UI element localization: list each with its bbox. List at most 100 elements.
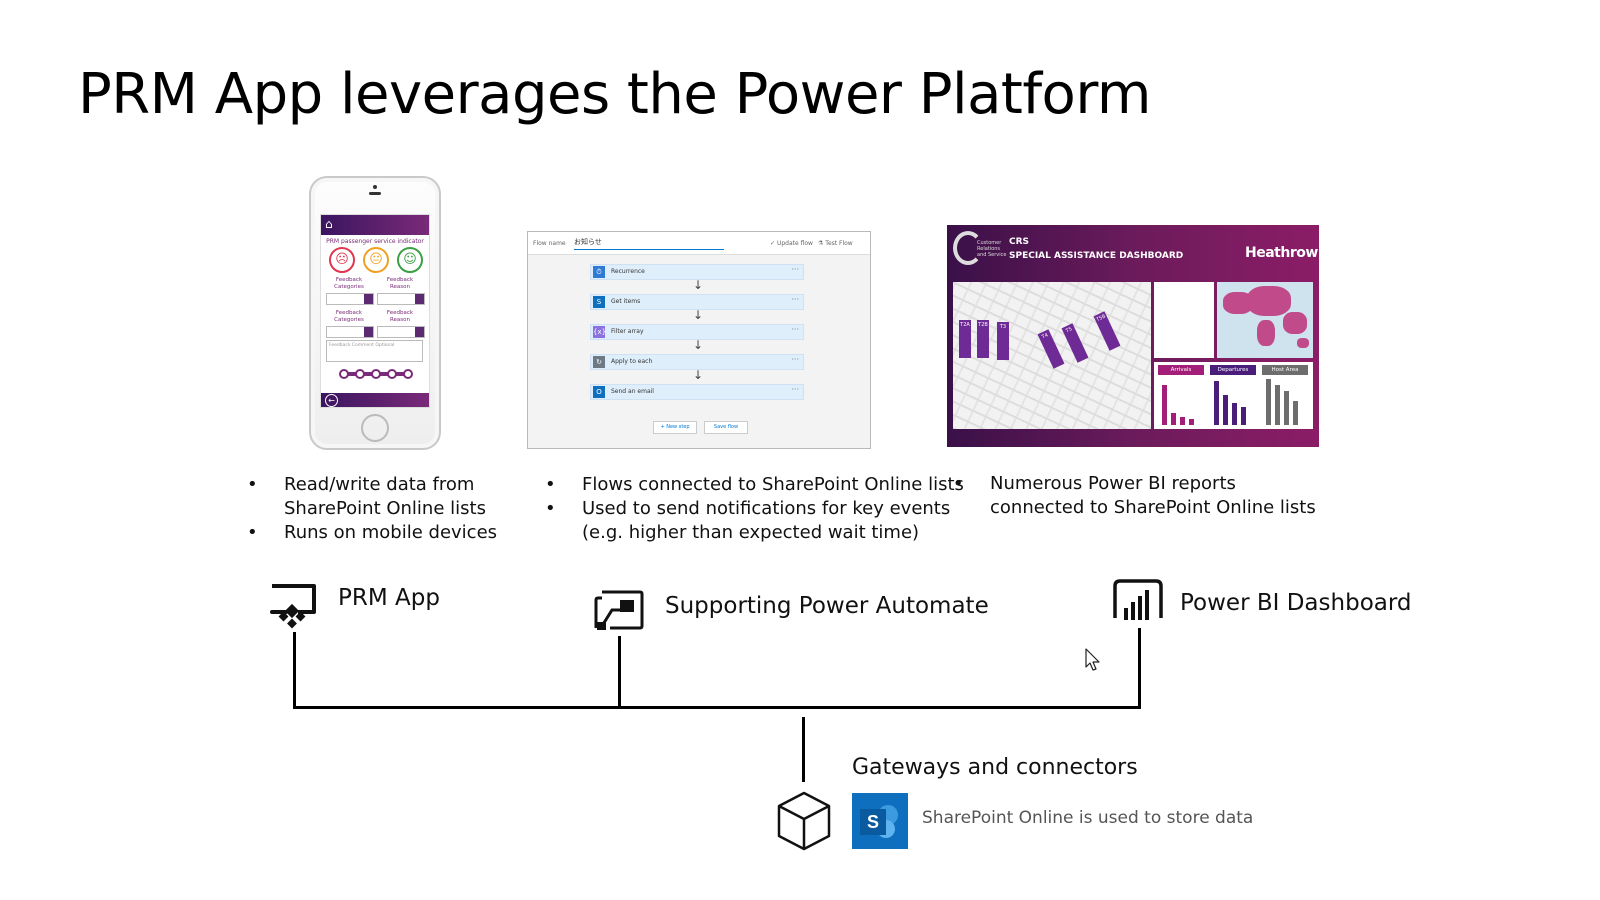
feedback-reason-dropdown-2 (377, 326, 425, 338)
flow-step-0: ⏱Recurrence··· (590, 264, 804, 280)
app-bullet-0-line-1: SharePoint Online lists (247, 497, 497, 521)
dashboard-subtitle: SPECIAL ASSISTANCE DASHBOARD (1009, 251, 1184, 261)
flow-name-label: Flow name (533, 240, 566, 247)
crs-logo (953, 231, 983, 265)
connector-gateway (802, 717, 805, 782)
dashboard-bar (1241, 407, 1246, 425)
feedback-category-dropdown-2 (326, 326, 374, 338)
dashboard-bar (1266, 379, 1271, 425)
connector-powerbi (1138, 628, 1141, 709)
bullet-dot: • (953, 473, 964, 494)
terminal-marker: T2A (959, 320, 971, 358)
app-bullet-0-line-0: •Read/write data from (247, 473, 497, 497)
sharepoint-icon: S (593, 296, 605, 308)
more-icon: ··· (791, 385, 799, 394)
connector-automate (618, 636, 621, 709)
bullet-text: Flows connected to SharePoint Online lis… (582, 474, 964, 495)
dashboard-bar (1171, 413, 1176, 425)
flow-step-3: ↻Apply to each··· (590, 354, 804, 370)
dashboard-bar (1180, 417, 1185, 425)
airline-logos-panel (1154, 282, 1214, 358)
back-arrow-icon: ← (325, 394, 338, 407)
progress-dots (339, 369, 413, 379)
dashboard-bar (1214, 381, 1219, 425)
dashboard-bar (1162, 385, 1167, 425)
slide-title: PRM App leverages the Power Platform (78, 62, 1151, 127)
terminal-marker: T3 (997, 322, 1009, 360)
home-icon: ⌂ (325, 217, 333, 231)
bullet-text: SharePoint Online lists (284, 498, 486, 519)
down-arrow-icon: ↓ (693, 278, 704, 292)
dashboard-bar (1284, 391, 1289, 425)
sharepoint-icon: S (852, 793, 908, 849)
app-footer-bar: ← (321, 393, 429, 407)
clock-icon: ⏱ (593, 266, 605, 278)
app-bullet-1-line-0: •Runs on mobile devices (247, 521, 497, 545)
terminal-marker: T2B (977, 320, 989, 358)
dashboard-bar (1275, 385, 1280, 425)
prm-app-phone-mockup: ⌂ PRM passenger service indicator ☹ 😐 ☺ … (309, 176, 441, 450)
flow-name-field: お知らせ (574, 237, 724, 250)
outlook-icon: O (593, 386, 605, 398)
power-bi-dashboard-screenshot: Customer Relations and Service CRS SPECI… (947, 225, 1319, 447)
connector-app (293, 632, 296, 709)
crs-org-text: Customer Relations and Service (977, 240, 1007, 258)
flow-header: Flow name お知らせ ✓ Update flow ⚗ Test Flow (528, 232, 870, 255)
more-icon: ··· (791, 355, 799, 364)
loop-icon: ↻ (593, 356, 605, 368)
dashboard-bar (1189, 419, 1194, 425)
dashboard-bar (1223, 395, 1228, 425)
power-bi-icon (1113, 579, 1163, 620)
phone-camera (373, 185, 377, 189)
dashboard-tab-1: Departures (1210, 365, 1256, 375)
power-automate-flow-screenshot: Flow name お知らせ ✓ Update flow ⚗ Test Flow… (527, 231, 871, 449)
app-heading: PRM passenger service indicator (326, 238, 424, 245)
bullet-dot: • (247, 522, 258, 543)
automate-bullet-1-line-1: (e.g. higher than expected wait time) (545, 521, 964, 545)
update-flow-button: ✓ Update flow (770, 240, 813, 247)
comment-box: Feedback Comment Optional (326, 340, 423, 362)
dashboard-tab-2: Host Area (1262, 365, 1308, 375)
world-map (1217, 282, 1313, 358)
bullet-text: (e.g. higher than expected wait time) (582, 522, 920, 543)
heathrow-logo: Heathrow (1245, 245, 1318, 261)
flow-step-2: {x}Filter array··· (590, 324, 804, 340)
prm-app-label: PRM App (338, 585, 440, 611)
flow-step-4: O Send an email ··· (590, 384, 804, 400)
feedback-category-dropdown (326, 293, 374, 305)
automate-bullets: •Flows connected to SharePoint Online li… (545, 473, 964, 545)
phone-home-button (361, 414, 389, 442)
dashboard-crs: CRS (1009, 237, 1030, 247)
svg-text:S: S (867, 812, 879, 832)
feedback-categories-label: Feedback Categories (334, 277, 364, 290)
feedback-reason-label-2: Feedback Reason (386, 310, 414, 323)
dashboard-bar (1232, 403, 1237, 425)
powerbi-bullet-0-line-0: •Numerous Power BI reports (953, 472, 1316, 496)
feedback-categories-label-2: Feedback Categories (334, 310, 364, 323)
feedback-reason-dropdown (377, 293, 425, 305)
power-apps-icon (270, 584, 316, 629)
down-arrow-icon: ↓ (693, 368, 704, 382)
down-arrow-icon: ↓ (693, 338, 704, 352)
power-automate-label: Supporting Power Automate (665, 593, 989, 619)
bullet-dot: • (247, 474, 258, 495)
automate-bullet-1-line-0: • Used to send notifications for key even… (545, 497, 964, 521)
more-icon: ··· (791, 265, 799, 274)
power-automate-icon (594, 590, 644, 630)
sharepoint-caption: SharePoint Online is used to store data (922, 808, 1254, 828)
bullet-dot: • (545, 474, 556, 495)
gateways-label: Gateways and connectors (852, 755, 1138, 780)
more-icon: ··· (791, 325, 799, 334)
down-arrow-icon: ↓ (693, 308, 704, 322)
new-step-button: + New step (653, 421, 697, 434)
powerbi-bullet-0-line-1: connected to SharePoint Online lists (953, 496, 1316, 520)
phone-speaker (369, 192, 381, 195)
flow-step-label: Send an email (611, 388, 654, 395)
bullet-dot: • (545, 498, 556, 519)
bullet-text: Used to send notifications for key event… (582, 498, 951, 519)
feedback-reason-label: Feedback Reason (386, 277, 414, 290)
